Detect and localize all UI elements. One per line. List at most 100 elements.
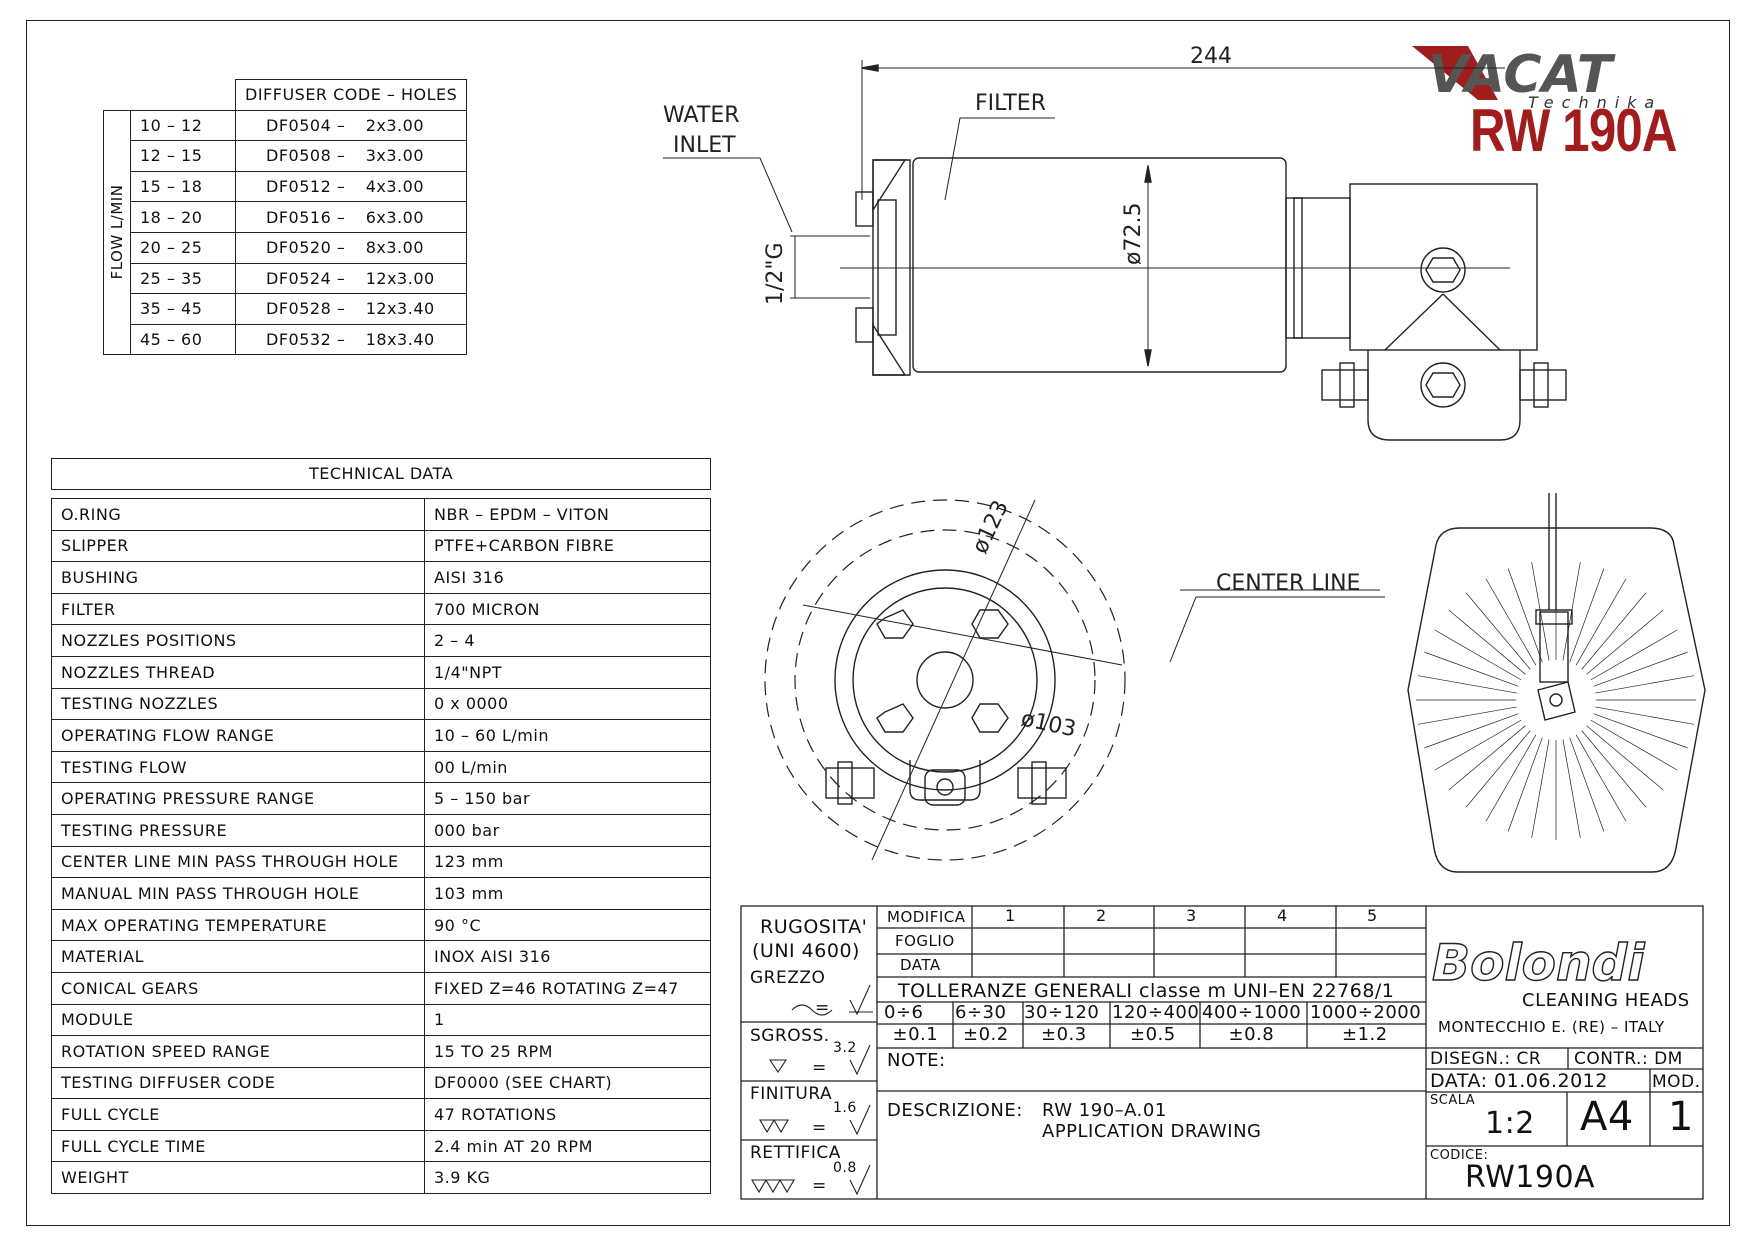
- diffuser-code: DF0520 –: [234, 231, 357, 264]
- spray-ray: [1575, 734, 1627, 822]
- technical-label: OPERATING FLOW RANGE: [51, 719, 425, 752]
- brand-text: VACAT: [1428, 45, 1616, 105]
- tb-tol-range: 30÷120: [1024, 1002, 1100, 1023]
- technical-value: PTFE+CARBON FIBRE: [424, 529, 711, 563]
- technical-label: TESTING NOZZLES: [51, 687, 425, 721]
- tb-modifica: MODIFICA: [887, 908, 966, 926]
- tb-tol-range: 1000÷2000: [1310, 1002, 1422, 1023]
- label-water: WATER: [663, 103, 740, 128]
- spray-ray: [1595, 706, 1694, 725]
- vacat-logo: VACAT Technika: [1412, 45, 1662, 112]
- tb-eq-4: =: [812, 1176, 827, 1196]
- tb-finitura-val: 1.6: [833, 1100, 857, 1116]
- spray-ray: [1590, 629, 1678, 681]
- technical-label: FULL CYCLE: [51, 1098, 425, 1131]
- technical-label: ROTATION SPEED RANGE: [51, 1035, 425, 1068]
- diffuser-flow: 10 – 12: [130, 109, 236, 142]
- dim-d123: ø123: [968, 497, 1014, 558]
- spray-ray: [1562, 739, 1581, 838]
- technical-label: MAX OPERATING TEMPERATURE: [51, 908, 425, 942]
- tb-note: NOTE:: [887, 1050, 946, 1071]
- technical-value: 123 mm: [424, 845, 711, 879]
- tb-format: A4: [1580, 1094, 1634, 1140]
- tb-codice-val: RW190A: [1465, 1160, 1596, 1195]
- technical-value: NBR – EPDM – VITON: [424, 498, 711, 531]
- tb-desc1: RW 190–A.01: [1042, 1100, 1167, 1121]
- tb-tol-value: ±0.3: [1041, 1024, 1087, 1045]
- diffuser-flow: 12 – 15: [130, 140, 236, 172]
- diffuser-flow: 18 – 20: [130, 201, 236, 233]
- tb-location: MONTECCHIO E. (RE) – ITALY: [1438, 1018, 1665, 1036]
- tb-tol-range: 120÷400: [1112, 1002, 1200, 1023]
- technical-value: 1/4"NPT: [424, 655, 711, 689]
- diffuser-holes: 6x3.00: [356, 201, 468, 233]
- technical-value: 000 bar: [424, 813, 711, 847]
- tb-rettifica: RETTIFICA: [750, 1143, 841, 1163]
- tb-rugosita: RUGOSITA': [760, 916, 868, 938]
- technical-value: 700 MICRON: [424, 592, 711, 626]
- tb-eq-1: =: [815, 998, 830, 1018]
- tb-scala-label: SCALA: [1430, 1093, 1476, 1108]
- dim-diameter: ø72.5: [1121, 203, 1146, 265]
- dim-length: 244: [1190, 44, 1232, 69]
- spray-ray: [1507, 568, 1543, 663]
- diffuser-holes: 8x3.00: [356, 231, 468, 264]
- tb-tol-value: ±0.2: [963, 1024, 1009, 1045]
- diffuser-holes: 3x3.00: [356, 140, 468, 172]
- tb-finitura: FINITURA: [750, 1084, 833, 1104]
- diffuser-flow: 20 – 25: [130, 231, 236, 264]
- tb-rev-5: 5: [1367, 906, 1378, 925]
- diffuser-flow: 35 – 45: [130, 293, 236, 325]
- tb-descrizione: DESCRIZIONE:: [887, 1100, 1023, 1121]
- diffuser-holes: 2x3.00: [356, 109, 468, 142]
- spray-ray: [1465, 730, 1531, 808]
- tb-rev-4: 4: [1277, 906, 1288, 925]
- tb-rettifica-val: 0.8: [833, 1160, 857, 1176]
- tb-mod-val: 1: [1668, 1094, 1694, 1140]
- technical-label: WEIGHT: [51, 1161, 425, 1195]
- technical-label: MATERIAL: [51, 940, 425, 973]
- tb-grezzo: GREZZO: [750, 968, 826, 988]
- tb-disegn: DISEGN.: CR: [1430, 1049, 1542, 1069]
- technical-value: DF0000 (SEE CHART): [424, 1066, 711, 1100]
- diffuser-code: DF0528 –: [234, 293, 357, 325]
- spray-ray: [1418, 675, 1517, 694]
- technical-label: SLIPPER: [51, 529, 425, 563]
- tb-desc2: APPLICATION DRAWING: [1042, 1121, 1262, 1142]
- technical-value: FIXED Z=46 ROTATING Z=47: [424, 971, 711, 1005]
- technical-value: 15 TO 25 RPM: [424, 1035, 711, 1068]
- spray-ray: [1586, 609, 1664, 675]
- spray-ray: [1581, 592, 1647, 670]
- tb-sgross: SGROSS.: [750, 1026, 830, 1046]
- tb-eq-3: =: [812, 1118, 827, 1138]
- spray-ray: [1586, 725, 1664, 791]
- tb-tol-value: ±0.1: [892, 1024, 939, 1045]
- diffuser-code: DF0504 –: [234, 109, 357, 142]
- drawing-frame: [26, 20, 1730, 1226]
- spray-ray: [1424, 651, 1519, 687]
- spray-ray: [1531, 739, 1550, 838]
- tb-tol-range: 6÷30: [955, 1002, 1007, 1023]
- spray-ray: [1595, 675, 1694, 694]
- tb-tol-range: 400÷1000: [1202, 1002, 1302, 1023]
- brand-sub-text: Technika: [1528, 93, 1662, 112]
